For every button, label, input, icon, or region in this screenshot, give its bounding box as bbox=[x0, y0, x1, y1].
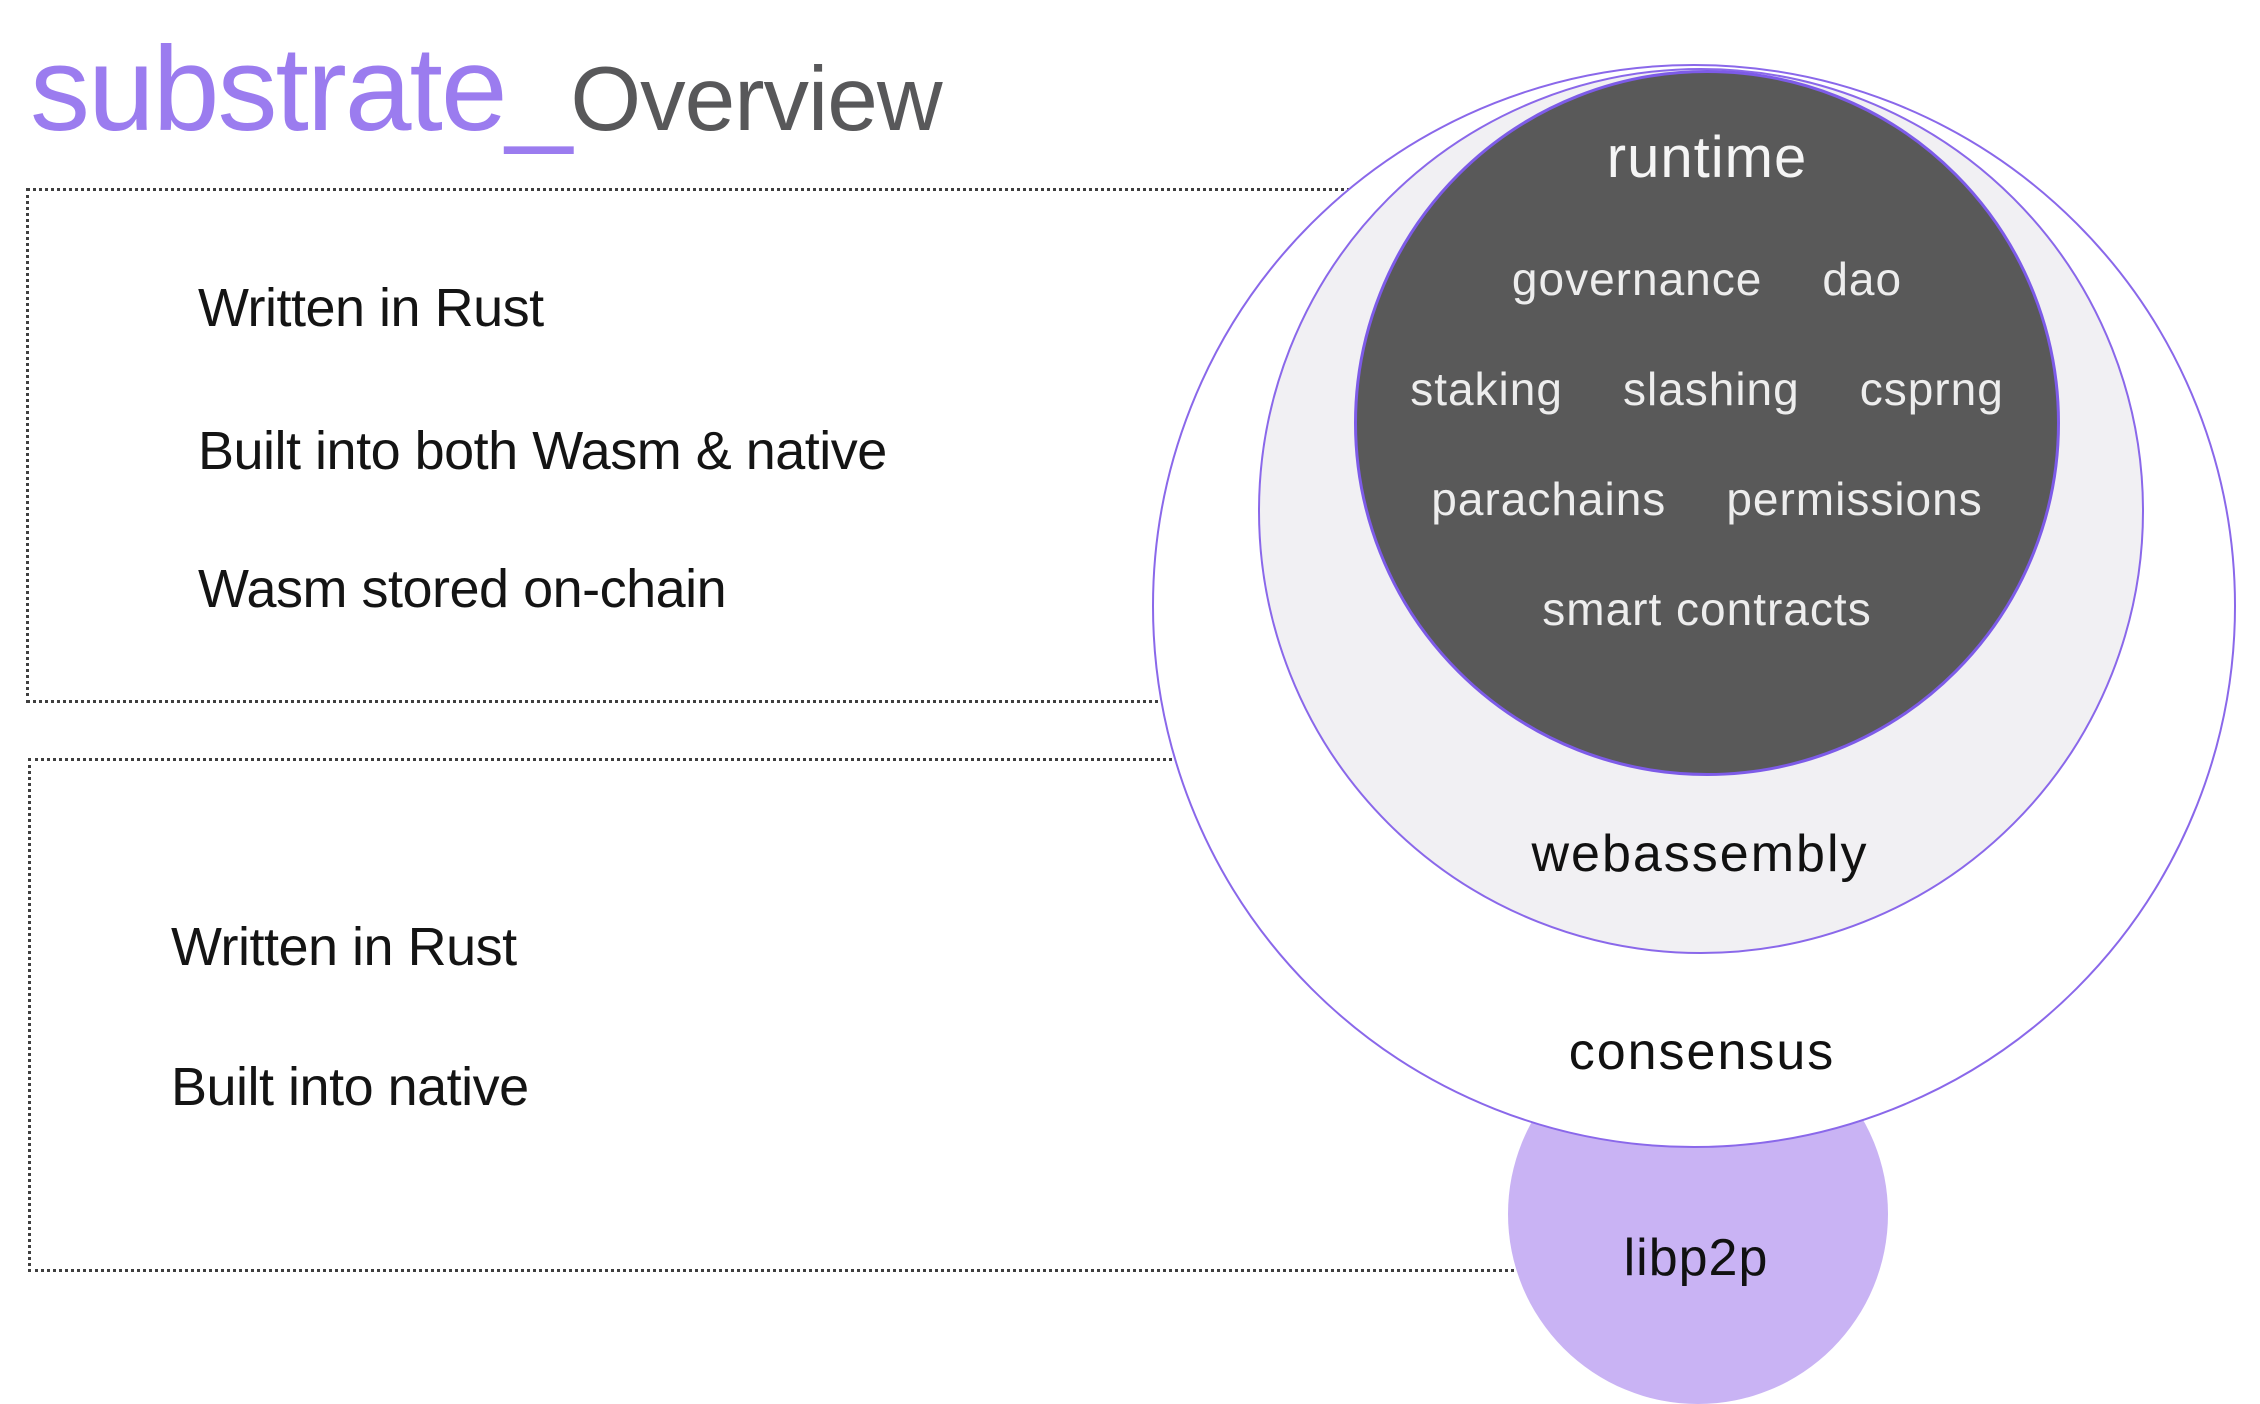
panel-line: Built into both Wasm & native bbox=[198, 421, 887, 481]
runtime-row: staking slashing csprng bbox=[1410, 366, 2004, 412]
webassembly-label: webassembly bbox=[1531, 825, 1869, 883]
runtime-row: smart contracts bbox=[1542, 586, 1871, 632]
consensus-label: consensus bbox=[1568, 1023, 1836, 1081]
runtime-item: permissions bbox=[1726, 472, 1983, 525]
runtime-item: governance bbox=[1511, 252, 1763, 305]
runtime-item: parachains bbox=[1431, 472, 1667, 525]
page-title: substrate_Overview bbox=[30, 29, 943, 151]
runtime-label: runtime bbox=[1606, 125, 1808, 190]
runtime-item: csprng bbox=[1859, 362, 2004, 415]
panel-line: Written in Rust bbox=[198, 278, 544, 338]
runtime-row: parachains permissions bbox=[1431, 476, 1982, 522]
runtime-item: smart contracts bbox=[1542, 582, 1872, 635]
runtime-row: governance dao bbox=[1512, 256, 1902, 302]
panel-line: Built into native bbox=[171, 1057, 529, 1117]
runtime-item: dao bbox=[1822, 252, 1903, 305]
feature-panel-native: Written in Rust Built into native bbox=[28, 758, 1689, 1272]
feature-panel-wasm: Written in Rust Built into both Wasm & n… bbox=[26, 188, 1592, 703]
panel-line: Wasm stored on-chain bbox=[198, 559, 727, 619]
section-title: Overview bbox=[570, 49, 942, 151]
libp2p-label: libp2p bbox=[1623, 1229, 1769, 1287]
runtime-item: slashing bbox=[1622, 362, 1800, 415]
panel-line: Written in Rust bbox=[171, 917, 517, 977]
brand-wordmark: substrate_ bbox=[30, 22, 572, 157]
runtime-item: staking bbox=[1410, 362, 1563, 415]
layer-circle-runtime: runtime governance dao staking slashing … bbox=[1354, 70, 2060, 776]
